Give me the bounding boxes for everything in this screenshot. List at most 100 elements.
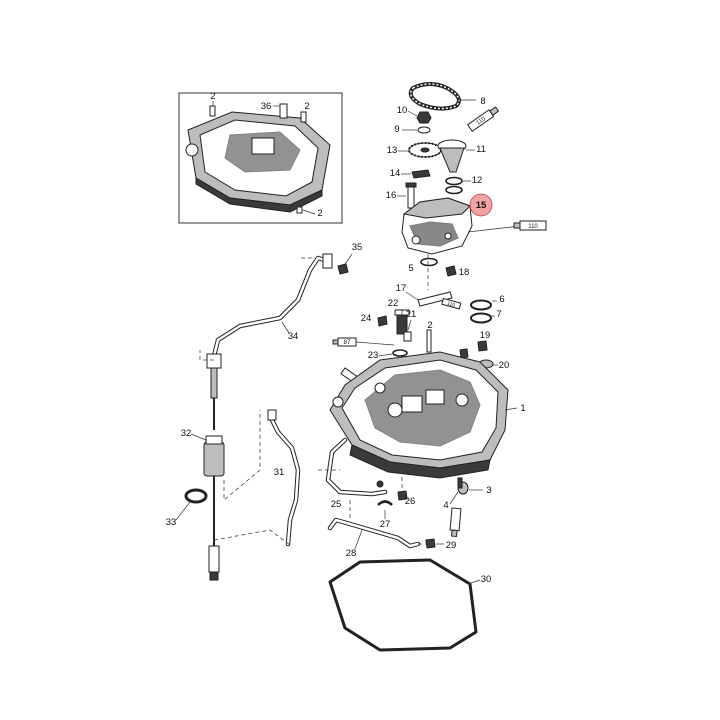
pump-assembly: 8 10 9 110 13 11 14 12 xyxy=(386,82,547,278)
housing-port xyxy=(387,402,403,418)
leader-line xyxy=(407,319,412,331)
gasket-inner xyxy=(334,563,472,647)
leader-line xyxy=(449,491,459,505)
grease-tube-small: 110 xyxy=(441,297,462,310)
callout-label: 11 xyxy=(476,144,486,155)
housing-fitting xyxy=(332,396,344,408)
callout-label: 20 xyxy=(499,360,510,371)
fitting-26 xyxy=(397,490,408,501)
tube-label: 87 xyxy=(344,340,351,346)
leader-line xyxy=(354,529,363,550)
inset-pin-36 xyxy=(279,103,288,119)
fitting-21 xyxy=(403,331,412,342)
callout-label: 14 xyxy=(390,168,401,179)
callout-label: 26 xyxy=(405,496,416,507)
screw-19b xyxy=(459,348,469,359)
callout-label: 30 xyxy=(481,574,492,585)
callout-label: 4 xyxy=(443,500,448,511)
leader-line xyxy=(378,353,393,357)
leader-line xyxy=(355,341,395,346)
hose-34-inner xyxy=(212,256,327,358)
hose-31-fitting xyxy=(267,409,277,421)
leader-line xyxy=(504,407,518,411)
leader-line xyxy=(405,291,419,301)
pin-14 xyxy=(411,169,431,179)
o-ring-12 xyxy=(445,185,463,195)
tube-label: 110 xyxy=(476,116,488,127)
leader-line xyxy=(281,321,290,334)
callout-label: 10 xyxy=(397,105,408,116)
leader-line xyxy=(302,209,316,215)
callout-label: 2 xyxy=(210,91,215,102)
fitting-18 xyxy=(445,265,457,277)
seal-7 xyxy=(470,312,492,324)
hose-31-inner xyxy=(270,418,300,546)
callout-label: 1 xyxy=(520,403,525,414)
callout-label: 5 xyxy=(408,263,413,274)
guide-line xyxy=(213,529,291,546)
pulley-11-stem xyxy=(439,147,465,173)
grease-tube-top: 110 xyxy=(467,106,500,132)
lower-connector xyxy=(208,545,220,573)
bolt-16-head xyxy=(405,182,417,188)
screw-19 xyxy=(477,340,488,352)
hose-34-fitting xyxy=(322,253,333,269)
connector xyxy=(206,353,222,369)
callout-label: 16 xyxy=(386,190,397,201)
left-fuel-line: 34 35 32 33 xyxy=(166,242,362,581)
clamp-27 xyxy=(377,500,393,506)
callout-label: 32 xyxy=(181,428,192,439)
hoses-lower: 25 26 27 28 29 xyxy=(325,437,457,559)
callout-label: 24 xyxy=(361,313,372,324)
leader-line xyxy=(407,110,418,117)
callout-label: 6 xyxy=(499,294,504,305)
grease-tube-87: 87 xyxy=(332,337,357,347)
callout-label: 31 xyxy=(274,467,285,478)
guide-line xyxy=(199,350,214,361)
housing-port xyxy=(374,382,386,394)
tube-label: 110 xyxy=(446,301,455,309)
inset-housing-base xyxy=(195,177,323,213)
callout-label: 2 xyxy=(317,208,322,219)
leader-line xyxy=(190,433,207,441)
tube-body xyxy=(441,297,462,310)
housing-block xyxy=(425,389,445,405)
callout-label: 33 xyxy=(166,517,177,528)
callout-label: 2 xyxy=(304,101,309,112)
mid-small-parts: 17 6 7 110 22 21 24 2 87 xyxy=(332,283,510,388)
belt-8-teeth xyxy=(409,83,460,110)
nut-10 xyxy=(416,111,432,124)
hose-28-inner xyxy=(328,518,420,548)
gear-13-hub xyxy=(420,147,430,153)
screw-24 xyxy=(377,315,388,327)
o-ring-23 xyxy=(392,349,408,357)
leader-line xyxy=(175,501,191,521)
fuel-filter-32 xyxy=(203,441,225,477)
highlight-ring-15 xyxy=(469,193,493,217)
callout-label: 9 xyxy=(394,124,399,135)
clip-35 xyxy=(337,263,349,275)
connector-stem xyxy=(210,367,218,399)
guide-line xyxy=(223,410,261,501)
screw-4 xyxy=(457,477,463,489)
callout-label: 8 xyxy=(480,96,485,107)
callout-label: 3 xyxy=(486,485,491,496)
o-ring-12 xyxy=(445,176,463,186)
leader-line xyxy=(467,579,481,585)
tube-cap xyxy=(513,222,521,229)
gasket-strip-17 xyxy=(417,291,453,307)
leader-line xyxy=(467,225,521,233)
callout-label: 29 xyxy=(446,540,457,551)
dashed-guides xyxy=(199,254,429,546)
callout-label: 18 xyxy=(459,267,470,278)
oil-pump-port xyxy=(444,232,452,240)
washer-9 xyxy=(417,126,431,134)
callout-label: 21 xyxy=(406,309,417,320)
housing-base xyxy=(349,444,491,479)
callout-label: 36 xyxy=(261,101,272,112)
callout-label: 27 xyxy=(380,519,391,530)
grease-tube-right: 110 xyxy=(513,220,547,231)
lower-right-parts: 3 4 xyxy=(443,477,492,538)
